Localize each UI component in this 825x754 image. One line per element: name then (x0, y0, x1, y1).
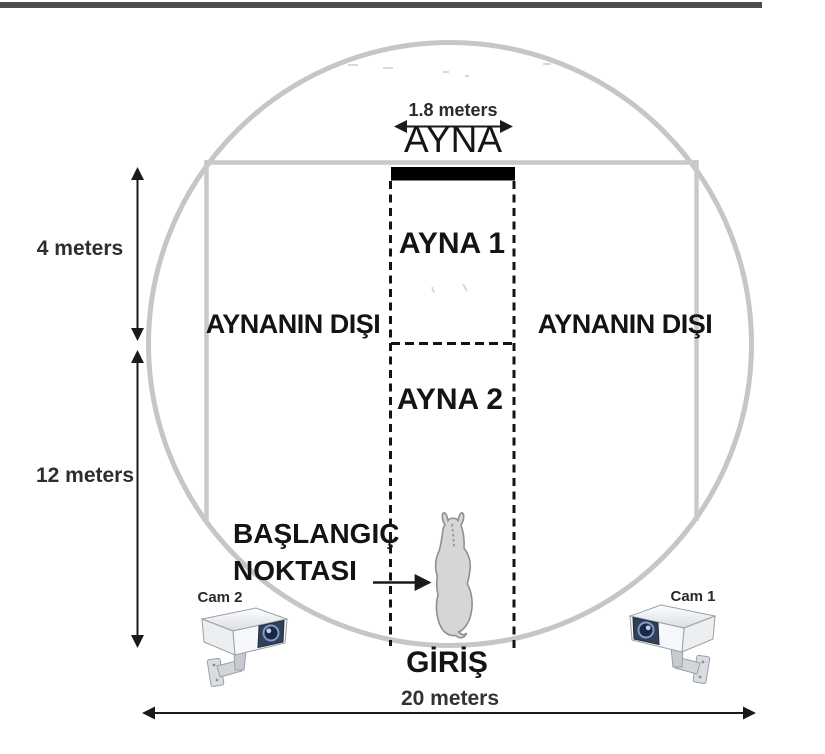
mirror-width-label: 1.8 meters (408, 100, 498, 120)
outside-mirror-left-label: AYNANIN DIŞI (205, 309, 381, 339)
entrance-label: GİRİŞ (406, 646, 488, 679)
cctv-camera-icon-left (190, 603, 295, 700)
lower-height-label: 12 meters (35, 464, 135, 487)
scan-artifacts (348, 63, 551, 294)
total-width-label: 20 meters (400, 687, 500, 710)
mirror-title-label: AYNA (403, 119, 502, 160)
camera-lens (637, 621, 655, 639)
measurement-arrows (131, 120, 756, 720)
camera-left-label: Cam 2 (197, 589, 243, 606)
horse-mane-line (451, 523, 455, 549)
mirror-zone-1-label: AYNA 1 (398, 227, 506, 260)
mirror-bar (391, 167, 515, 181)
horse-body (434, 512, 473, 639)
mirror-zone-2-label: AYNA 2 (396, 383, 504, 416)
cctv-camera-icon-right (622, 600, 727, 697)
horse-figure (434, 512, 473, 639)
start-point-label-line1: BAŞLANGIÇ (233, 518, 400, 549)
start-point-label-line2: NOKTASI (233, 555, 357, 586)
camera-lens (262, 624, 280, 642)
camera-right-label: Cam 1 (670, 588, 716, 605)
top-rule-divider (0, 2, 762, 8)
outside-mirror-right-label: AYNANIN DIŞI (537, 309, 713, 339)
upper-height-label: 4 meters (36, 237, 124, 260)
corridor-dashed-lines (389, 181, 516, 649)
round-pen-circle (146, 40, 754, 648)
inner-walls (204, 160, 699, 523)
